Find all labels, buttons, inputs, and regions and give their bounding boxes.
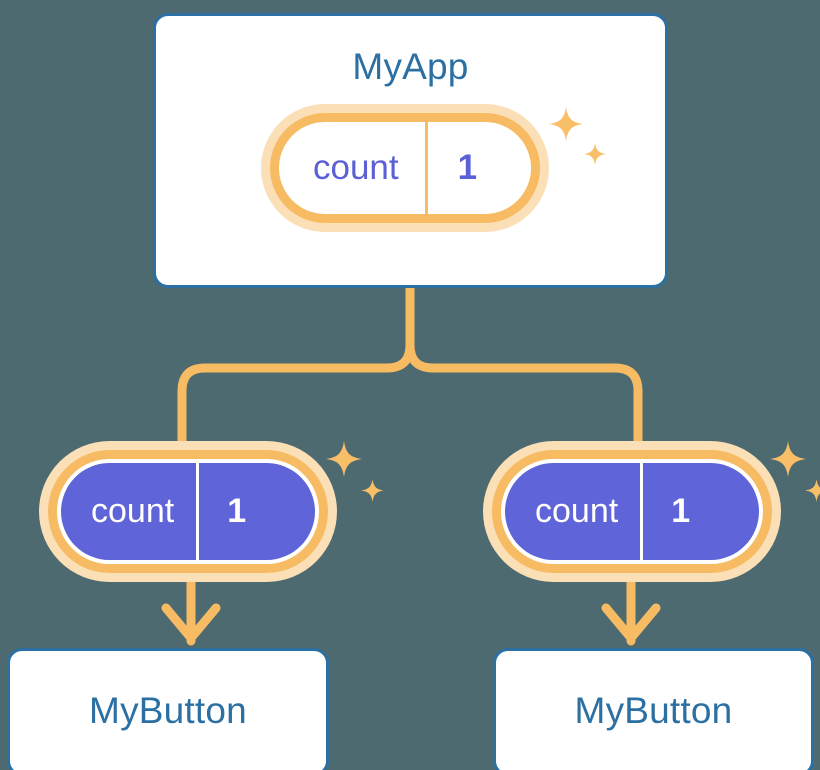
sparkle-four-point-small-icon (805, 479, 820, 502)
signal-pill-myapp[interactable]: count 1 (261, 104, 606, 232)
signal-pill-body: count 1 (61, 463, 315, 560)
sparkle-four-point-small-icon (361, 479, 384, 502)
connector-branch-left (177, 281, 415, 453)
signal-pill[interactable]: count 1 (483, 441, 781, 582)
arrow-down-icon-left (161, 603, 221, 643)
signal-pill-consumer-right[interactable]: count 1 (483, 441, 820, 582)
signal-value: 1 (640, 463, 724, 560)
connector-branch-right (405, 281, 643, 453)
component-label: MyButton (89, 690, 247, 731)
signal-name: count (535, 492, 619, 530)
sparkle-four-point-large-icon (770, 441, 806, 477)
signal-value: 1 (196, 463, 280, 560)
page-title: MyApp (352, 46, 469, 87)
component-label: MyButton (574, 690, 733, 731)
signal-pill[interactable]: count 1 (39, 441, 337, 582)
signal-pill-inner: count 1 (48, 450, 328, 573)
signal-value: 1 (424, 122, 515, 214)
signal-name: count (91, 492, 175, 530)
signal-pill-inner: count 1 (270, 113, 540, 223)
signal-pill[interactable]: count 1 (261, 104, 549, 232)
arrow-down-icon-right (601, 603, 661, 643)
signal-name: count (313, 148, 399, 187)
signal-pill-body: count 1 (505, 463, 759, 560)
signal-pill-inner: count 1 (492, 450, 772, 573)
component-card-myapp[interactable]: MyApp (153, 13, 668, 288)
component-card-mybutton-left[interactable]: MyButton (7, 648, 329, 770)
sparkle-four-point-large-icon (326, 441, 362, 477)
component-card-mybutton-right[interactable]: MyButton (493, 648, 814, 770)
signal-pill-consumer-left[interactable]: count 1 (39, 441, 384, 582)
